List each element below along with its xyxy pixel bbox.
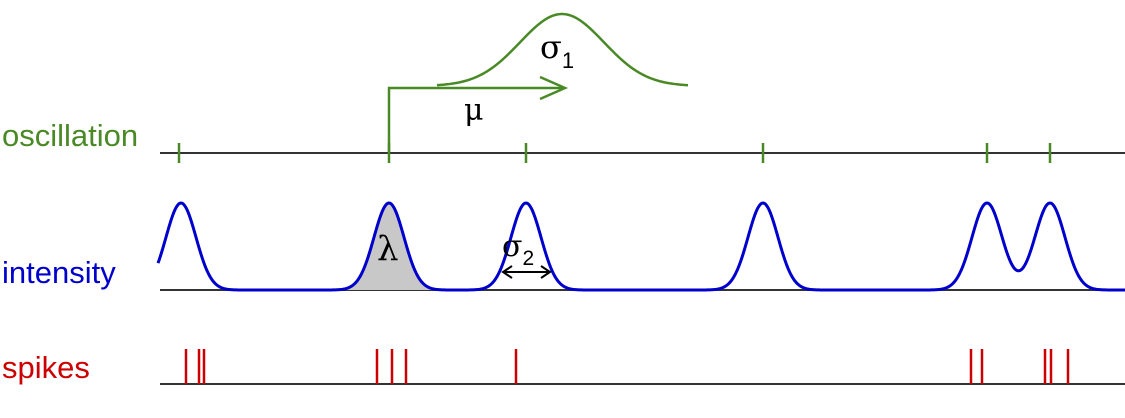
spike-marks — [184, 349, 1070, 384]
sigma2-arrow-left-head — [501, 265, 513, 279]
sigma2-arrow-right-head — [540, 265, 552, 279]
sigma1-subscript: 1 — [562, 48, 574, 73]
sigma2-subscript: 2 — [522, 247, 534, 270]
intensity-label: intensity — [2, 255, 116, 290]
lambda-label: λ — [377, 229, 399, 269]
sigma2-label: σ2 — [502, 229, 534, 270]
mu-label: μ — [464, 93, 484, 128]
sigma1-label: σ1 — [540, 28, 574, 73]
oscillation-label: oscillation — [2, 118, 138, 153]
mu-arrow-head — [539, 75, 569, 101]
sigma1-gaussian-curve — [436, 12, 689, 87]
intensity-curve — [156, 201, 1125, 292]
spikes-label: spikes — [2, 350, 90, 385]
mu-offset-arrow — [387, 86, 562, 153]
